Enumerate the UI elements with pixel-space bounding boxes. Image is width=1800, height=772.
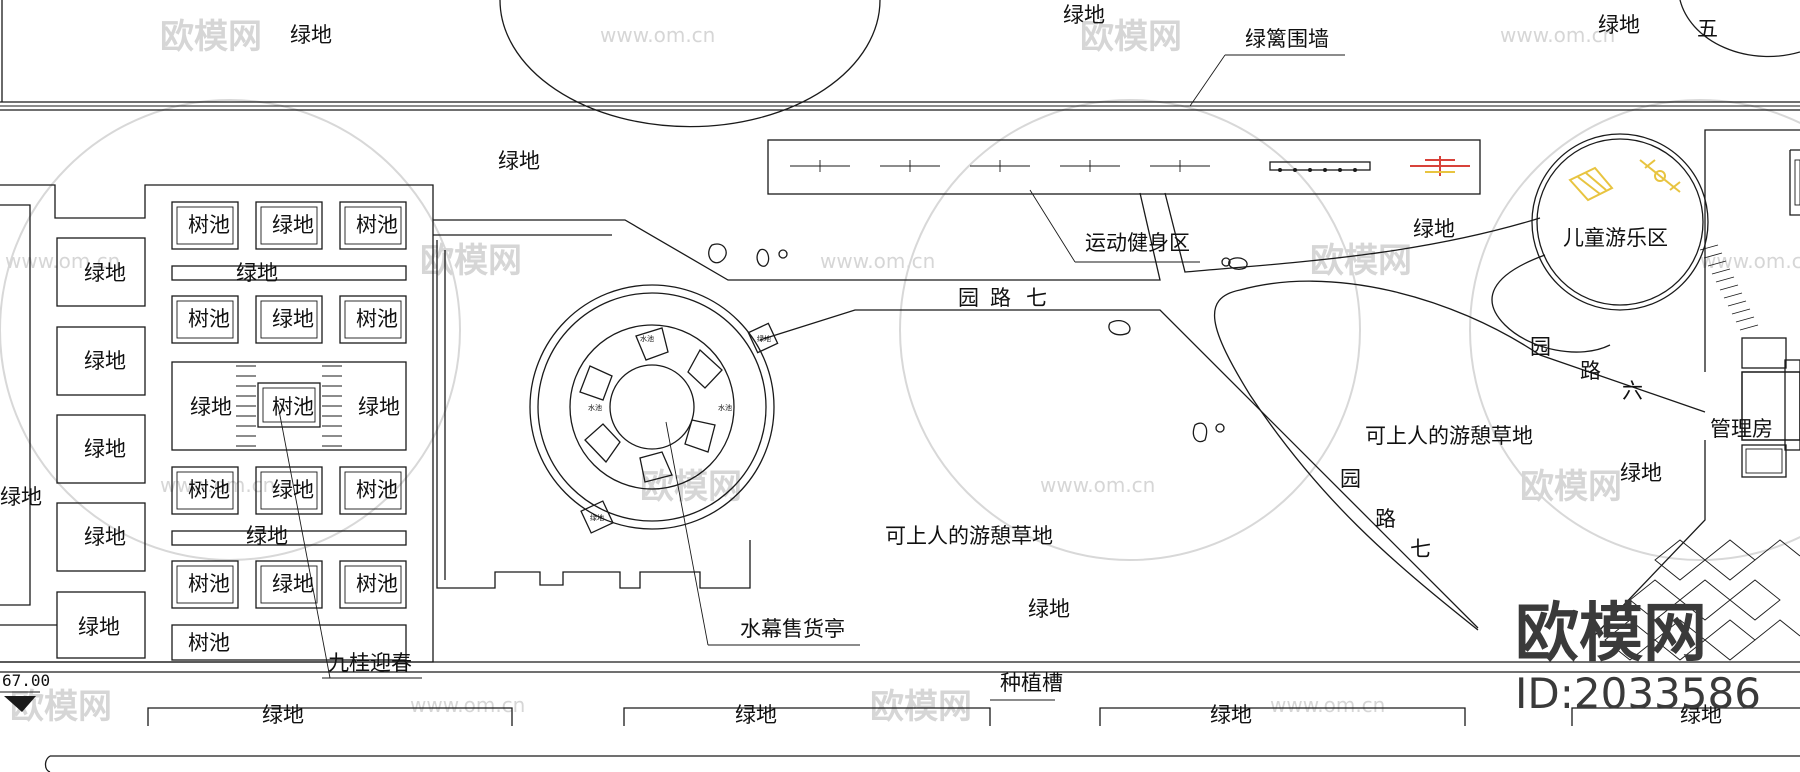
label-green: 绿地 — [246, 524, 288, 548]
brand-name: 欧模网 — [1515, 597, 1707, 671]
label-green: 绿地 — [236, 261, 278, 285]
watermark-text: 欧模网 — [1310, 241, 1412, 281]
watermark-url: www.om.cn — [410, 693, 525, 717]
watermark-url: www.om.cn — [820, 249, 935, 273]
label-tree-pit: 树池 — [188, 572, 230, 596]
brand-id: ID:2033586 — [1515, 669, 1761, 718]
watermark-text: 欧模网 — [870, 687, 972, 727]
label-road-char: 路 — [1375, 507, 1396, 531]
fitness-equipment-strip — [767, 139, 1481, 263]
label-management: 管理房 — [1710, 417, 1773, 441]
watermark-text: 欧模网 — [1520, 467, 1622, 507]
label-tree-pit: 树池 — [356, 213, 398, 237]
label-road-char: 园 — [958, 286, 979, 310]
steps-icon — [1699, 244, 1759, 331]
label-lawn: 可上人的游憩草地 — [1365, 424, 1533, 448]
kids-play-area — [1531, 133, 1759, 331]
label-green: 绿地 — [1620, 461, 1662, 485]
label-kids-area: 儿童游乐区 — [1563, 226, 1668, 250]
seesaw-icon — [1639, 159, 1681, 193]
water-curtain-plaza — [529, 243, 1248, 646]
label-road-char: 七 — [1026, 286, 1047, 310]
label-kiosk-small: 水池 — [718, 403, 732, 412]
watermark-text: 欧模网 — [640, 467, 742, 507]
watermark-url: www.om.cn — [5, 249, 120, 273]
label-kiosk: 水幕售货亭 — [740, 617, 845, 641]
label-green: 绿地 — [290, 23, 332, 47]
label-tree-pit: 树池 — [188, 307, 230, 331]
label-road-char: 路 — [1580, 359, 1601, 383]
slide-icon — [1568, 166, 1614, 202]
watermark-text: 欧模网 — [160, 17, 262, 57]
watermark-url: www.om.cn — [1700, 249, 1800, 273]
label-green: 绿地 — [272, 572, 314, 596]
label-green: 绿地 — [262, 703, 304, 727]
label-kiosk-small: 水池 — [588, 403, 602, 412]
watermark-url: www.om.cn — [1500, 23, 1615, 47]
watermark-text: 欧模网 — [10, 687, 112, 727]
label-green: 绿地 — [1210, 703, 1252, 727]
label-green: 绿地 — [272, 307, 314, 331]
label-green: 绿地 — [272, 478, 314, 502]
label-green: 绿地 — [84, 437, 126, 461]
watermark-layer: 欧模网 www.om.cn 欧模网 www.om.cn www.om.cn 欧模… — [0, 17, 1800, 727]
label-planter: 种植槽 — [1000, 671, 1063, 695]
label-green: 绿地 — [1680, 703, 1722, 727]
label-road-char: 园 — [1530, 335, 1551, 359]
lattice-paving — [1604, 539, 1800, 661]
label-green: 绿地 — [1063, 3, 1105, 27]
label-fitness-area: 运动健身区 — [1085, 231, 1190, 255]
label-green: 绿地 — [1028, 597, 1070, 621]
label-road-char: 七 — [1410, 537, 1431, 561]
watermark-text: 欧模网 — [420, 241, 522, 281]
label-kiosk-small: 绿地 — [757, 334, 771, 343]
label-kiosk-small: 水池 — [640, 334, 654, 343]
label-green: 绿地 — [84, 525, 126, 549]
label-tree-pit: 树池 — [356, 572, 398, 596]
label-green: 绿地 — [84, 349, 126, 373]
label-road-char: 园 — [1340, 467, 1361, 491]
label-tree-pit: 树池 — [356, 307, 398, 331]
watermark-url: www.om.cn — [600, 23, 715, 47]
label-tree-pit: 树池 — [188, 213, 230, 237]
label-green: 绿地 — [272, 213, 314, 237]
label-osmanthus: 九桂迎春 — [328, 651, 412, 675]
tree-pit-grid — [171, 201, 422, 679]
label-road-char: 六 — [1622, 379, 1643, 403]
label-green: 绿地 — [358, 395, 400, 419]
label-green: 绿地 — [1598, 13, 1640, 37]
label-green: 绿地 — [735, 703, 777, 727]
label-green: 绿地 — [190, 395, 232, 419]
top-boundary — [0, 0, 1800, 128]
road-network — [0, 129, 1800, 772]
label-tree-pit: 树池 — [188, 478, 230, 502]
label-tree-pit: 树池 — [272, 395, 314, 419]
label-road-char: 路 — [990, 286, 1011, 310]
label-green: 绿地 — [1413, 217, 1455, 241]
label-green: 绿地 — [498, 149, 540, 173]
watermark-url: www.om.cn — [1040, 473, 1155, 497]
label-five: 五 — [1697, 17, 1718, 41]
elevation-marker: 67.00 — [0, 671, 50, 712]
label-green-fence: 绿篱围墙 — [1245, 27, 1329, 51]
elevation-triangle-icon — [4, 696, 36, 712]
management-building — [1741, 149, 1800, 478]
elevation-value: 67.00 — [2, 671, 50, 690]
label-tree-pit: 树池 — [356, 478, 398, 502]
label-green: 绿地 — [0, 485, 42, 509]
watermark-url: www.om.cn — [1270, 693, 1385, 717]
left-green-column — [0, 184, 434, 663]
watermark-text: 欧模网 — [1080, 17, 1182, 57]
label-kiosk-small: 绿地 — [590, 513, 604, 522]
label-tree-pit: 树池 — [188, 631, 230, 655]
label-green: 绿地 — [78, 615, 120, 639]
label-green: 绿地 — [84, 261, 126, 285]
label-lawn: 可上人的游憩草地 — [885, 524, 1053, 548]
